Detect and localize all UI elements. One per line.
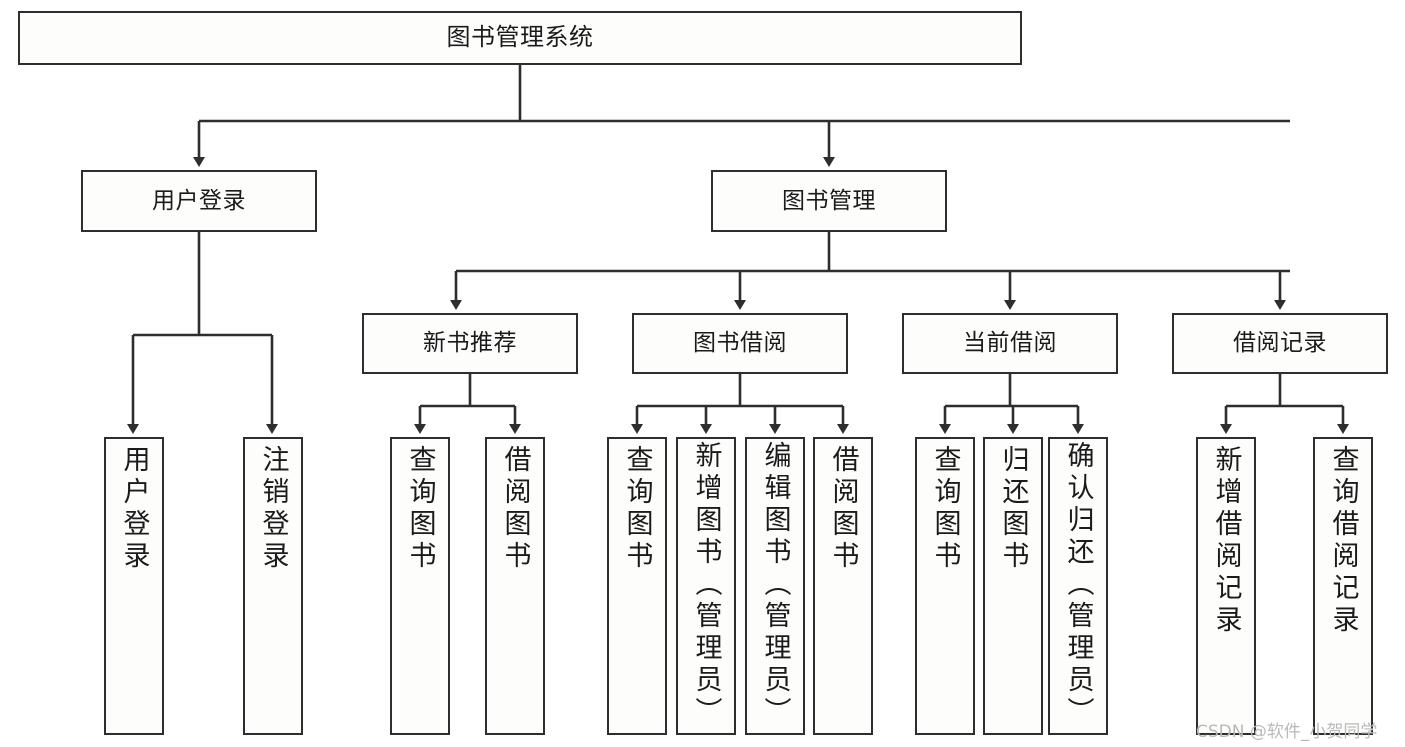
node-label: 编辑图书（管理员）: [759, 441, 791, 729]
node-book-manage[interactable]: 图书管理: [711, 170, 947, 232]
node-leaf-query-book-bb[interactable]: 查询图书: [607, 437, 667, 735]
node-leaf-query-book-nbr[interactable]: 查询图书: [390, 437, 450, 735]
node-label: 用户登录: [152, 187, 246, 214]
node-label: 当前借阅: [963, 330, 1057, 357]
node-leaf-query-record[interactable]: 查询借阅记录: [1313, 437, 1373, 735]
node-book-borrow[interactable]: 图书借阅: [632, 313, 848, 374]
node-root[interactable]: 图书管理系统: [18, 11, 1022, 65]
node-label: 用户登录: [118, 445, 150, 573]
node-label: 图书借阅: [693, 330, 787, 357]
node-leaf-logout[interactable]: 注销登录: [243, 437, 303, 735]
node-current-borrow[interactable]: 当前借阅: [902, 313, 1118, 374]
node-label: 新书推荐: [423, 330, 517, 357]
node-leaf-user-login[interactable]: 用户登录: [104, 437, 164, 735]
node-leaf-add-book-admin[interactable]: 新增图书（管理员）: [676, 437, 736, 735]
node-borrow-record[interactable]: 借阅记录: [1172, 313, 1388, 374]
node-label: 图书管理: [782, 187, 876, 214]
node-label: 归还图书: [997, 445, 1029, 573]
node-label: 图书管理系统: [446, 23, 594, 52]
node-label: 借阅图书: [499, 445, 531, 573]
node-leaf-query-book-cb[interactable]: 查询图书: [915, 437, 975, 735]
node-label: 确认归还（管理员）: [1062, 441, 1094, 729]
node-label: 查询图书: [929, 445, 961, 573]
node-leaf-confirm-return[interactable]: 确认归还（管理员）: [1048, 437, 1108, 735]
node-label: 新增借阅记录: [1210, 445, 1242, 637]
node-label: 查询图书: [404, 445, 436, 573]
node-leaf-borrow-book-bb[interactable]: 借阅图书: [813, 437, 873, 735]
node-new-book-recommend[interactable]: 新书推荐: [362, 313, 578, 374]
node-label: 借阅图书: [827, 445, 859, 573]
node-label: 借阅记录: [1233, 330, 1327, 357]
node-leaf-return-book[interactable]: 归还图书: [983, 437, 1043, 735]
node-leaf-add-record[interactable]: 新增借阅记录: [1196, 437, 1256, 735]
node-label: 查询图书: [621, 445, 653, 573]
node-user-login[interactable]: 用户登录: [81, 170, 317, 232]
node-leaf-borrow-book-nbr[interactable]: 借阅图书: [485, 437, 545, 735]
node-leaf-edit-book-admin[interactable]: 编辑图书（管理员）: [745, 437, 805, 735]
csdn-watermark: CSDN @软件_小贺同学: [1196, 722, 1378, 742]
node-label: 新增图书（管理员）: [690, 441, 722, 729]
node-label: 注销登录: [257, 445, 289, 573]
node-label: 查询借阅记录: [1327, 445, 1359, 637]
